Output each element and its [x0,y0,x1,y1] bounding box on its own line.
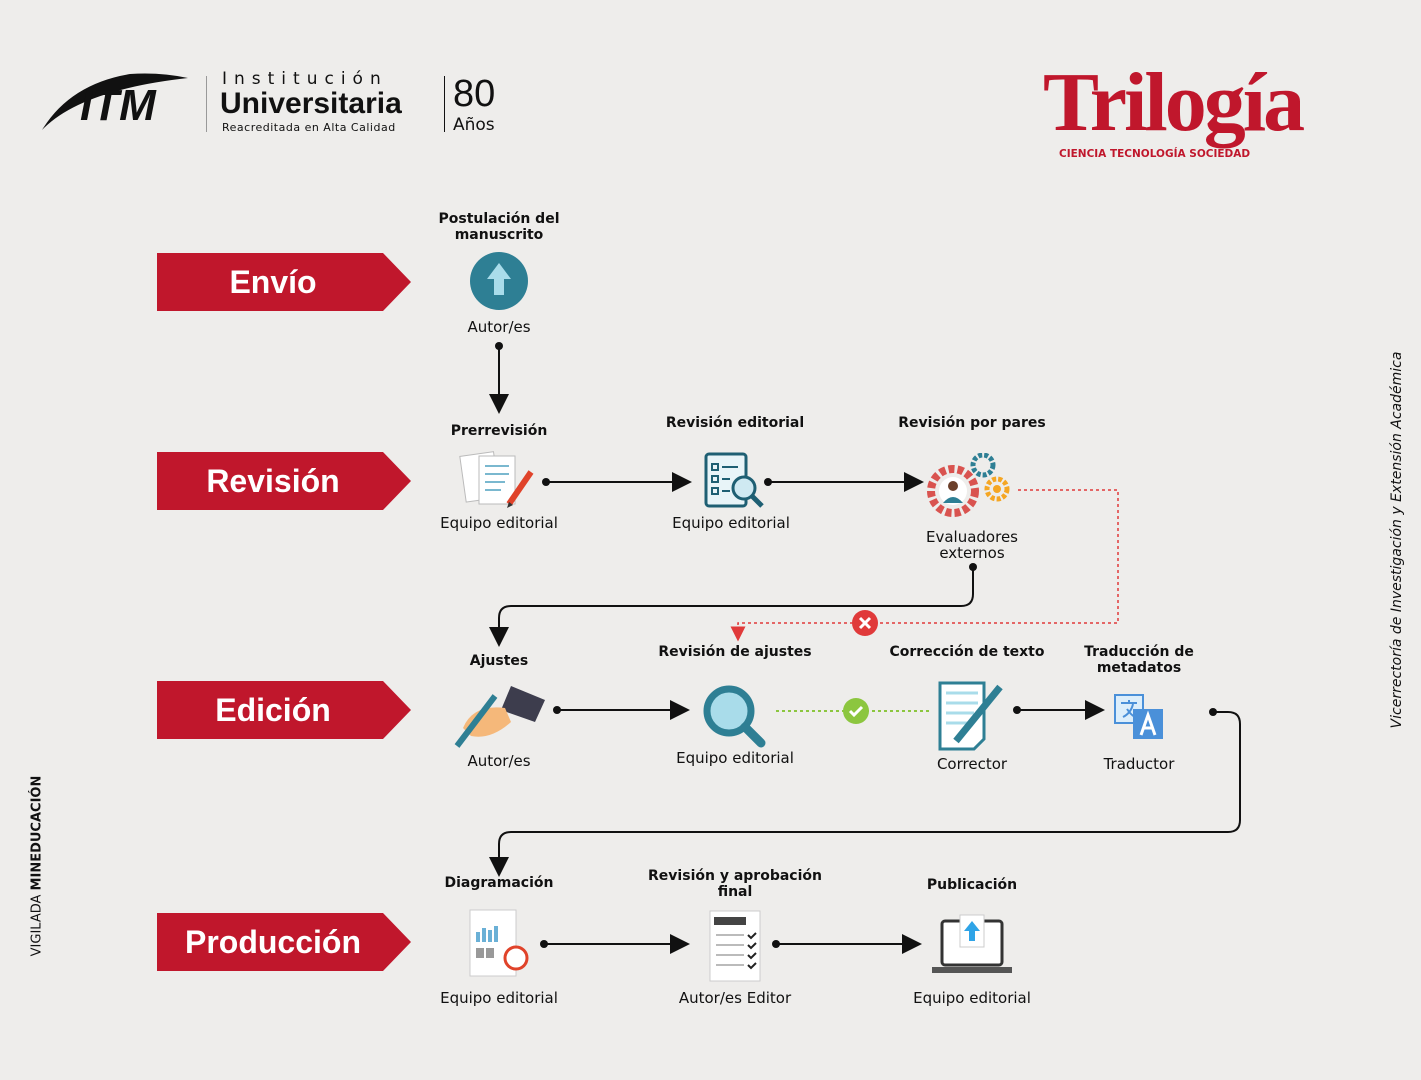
translate-icon [1114,694,1163,739]
node-role-revision-editorial: Equipo editorial [672,514,790,532]
anniversary-label: Años [453,115,495,135]
documents-pencil-icon [459,451,534,508]
reject-icon [852,610,878,636]
node-title-prerrevision: Prerrevisión [450,423,548,439]
gears-people-icon [927,453,1010,517]
node-title-traduccion: Traducción de metadatos [1084,644,1194,676]
checklist-search-icon [704,452,764,508]
hand-pen-icon [454,686,545,748]
stage-edicion: Edición [157,681,411,739]
stage-produccion: Producción [157,913,411,971]
layout-chart-icon [469,909,529,977]
arrow-pares-ajustes [489,567,974,647]
itm-logo: ITM [42,73,188,130]
upload-icon [470,252,528,310]
universitaria-text: Universitaria [220,87,402,120]
laptop-upload-icon [932,914,1012,973]
approved-document-icon [709,910,761,982]
stage-revision: Revisión [157,452,411,510]
node-role-revision-final: Autor/es Editor [678,989,792,1007]
node-role-prerrevision: Equipo editorial [440,514,558,532]
node-title-revision-editorial: Revisión editorial [665,415,805,431]
node-role-ajustes: Autor/es [467,752,531,770]
node-title-revision-ajustes: Revisión de ajustes [658,644,812,660]
node-role-traduccion: Traductor [1103,755,1175,773]
trilogia-tagline: CIENCIA TECNOLOGÍA SOCIEDAD [1059,148,1251,160]
node-title-correccion: Corrección de texto [889,644,1045,660]
approve-icon [843,698,869,724]
arrow-traduccion-diagramacion [489,711,1241,877]
divider [206,76,207,132]
node-role-revision-pares: Evaluadores externos [926,528,1018,562]
node-title-revision-pares: Revisión por pares [898,415,1046,431]
node-title-postulacion: Postulación del manuscrito [438,211,560,243]
node-role-postulacion: Autor/es [467,318,531,336]
stage-envio: Envío [157,253,411,311]
node-role-publicacion: Equipo editorial [913,989,1031,1007]
anniversary-number: 80 [453,73,496,115]
node-role-correccion: Corrector [936,755,1008,773]
document-pen-icon [938,681,1003,751]
svg-text:ITM: ITM [80,81,157,130]
node-title-ajustes: Ajustes [469,653,529,669]
magnifier-icon [703,685,766,748]
node-title-diagramacion: Diagramación [444,875,554,891]
trilogia-logo: Trilogía [1043,56,1305,149]
node-role-revision-ajustes: Equipo editorial [676,749,794,767]
node-role-diagramacion: Equipo editorial [440,989,558,1007]
divider [444,76,445,132]
institucion-text: Institución [222,69,388,89]
node-title-revision-final: Revisión y aprobación final [648,868,822,900]
reacreditada-text: Reacreditada en Alta Calidad [222,121,396,134]
node-title-publicacion: Publicación [926,877,1018,893]
reject-path [730,489,1119,642]
